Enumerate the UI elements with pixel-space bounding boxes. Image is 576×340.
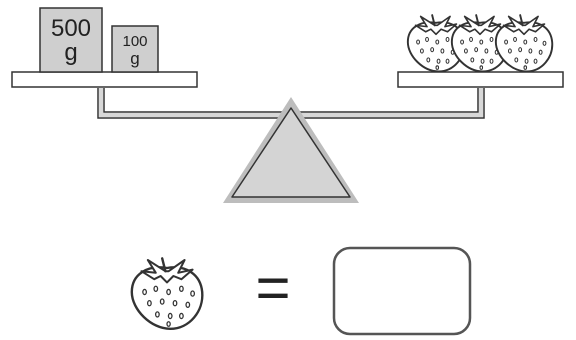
strawberry-icon bbox=[494, 14, 554, 73]
right-pan bbox=[397, 71, 564, 88]
weight-value: 500 bbox=[51, 15, 91, 42]
weight-500g: 500 g bbox=[39, 7, 103, 73]
strawberry-icon bbox=[130, 257, 204, 331]
left-pan bbox=[11, 71, 198, 88]
right-pan-strawberries bbox=[406, 14, 554, 73]
weight-unit: g bbox=[64, 39, 77, 66]
weight-value: 100 bbox=[122, 33, 147, 50]
weight-100g: 100 g bbox=[111, 25, 159, 73]
weight-unit: g bbox=[130, 49, 139, 68]
fulcrum bbox=[223, 97, 359, 203]
answer-box[interactable] bbox=[332, 246, 472, 336]
equals-sign: = bbox=[255, 254, 290, 321]
